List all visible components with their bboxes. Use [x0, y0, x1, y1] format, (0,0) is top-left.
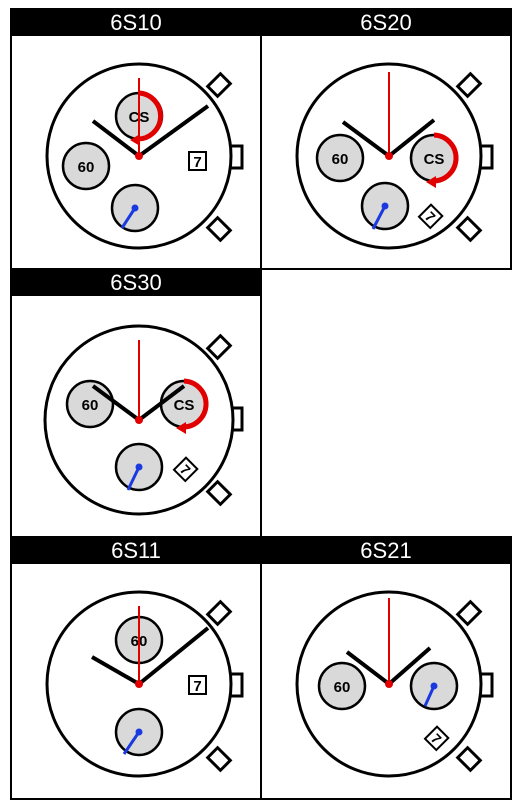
date-window: 7 [188, 675, 207, 695]
subdial-bottom [114, 707, 164, 757]
sub-hand [120, 207, 137, 229]
movement-diagram: CS 60 7 [45, 62, 244, 250]
movement-title: 6S20 [262, 10, 510, 36]
movement-panel-6s30: 6S30 60 CS 7 [10, 268, 262, 538]
main-hands [345, 598, 432, 688]
pusher-bottom [205, 215, 233, 243]
subdial-right: CS [409, 132, 459, 188]
movement-title: 6S30 [12, 270, 260, 296]
date-window: 7 [172, 456, 199, 483]
crown-buttons [205, 71, 244, 243]
subdial-left-label: 60 [332, 151, 349, 168]
subdial-right-label: CS [424, 151, 445, 168]
movement-diagram: 60 CS 7 [295, 62, 494, 250]
subdial-left: 60 [61, 141, 111, 191]
movement-title: 6S11 [12, 538, 260, 564]
movement-panel-6s21: 6S21 60 7 [260, 536, 512, 800]
arrow-icon [426, 176, 436, 188]
subdial-left: 60 [315, 133, 365, 183]
subdial-right-label: CS [174, 397, 195, 414]
date-window: 7 [417, 203, 444, 230]
chrono-second-arc [135, 90, 164, 142]
date-window: 7 [188, 151, 207, 171]
arrow-icon [176, 422, 186, 434]
subdial-bottom [360, 181, 410, 231]
crown-buttons [455, 599, 494, 773]
date-window: 7 [423, 725, 450, 752]
date-value: 7 [193, 154, 201, 171]
movement-title: 6S21 [262, 538, 510, 564]
date-value: 7 [193, 678, 201, 695]
movement-panel-6s10: 6S10 CS 60 7 [10, 8, 262, 270]
movement-title: 6S10 [12, 10, 260, 36]
subdial-left: 60 [317, 661, 367, 711]
movement-diagram: 60 7 [295, 590, 494, 778]
subdial-left: 60 [65, 379, 115, 429]
crown-buttons [455, 71, 494, 243]
subdial-left-label: 60 [78, 159, 95, 176]
arrow-icon [130, 134, 140, 146]
movement-panel-6s11: 6S11 60 7 [10, 536, 262, 800]
subdial-left-label: 60 [334, 679, 351, 696]
subdial-left-label: 60 [82, 397, 99, 414]
movement-diagram: 60 CS 7 [43, 324, 244, 516]
main-hands [91, 606, 210, 688]
pusher-top [205, 71, 233, 99]
subdial-bottom [110, 183, 160, 233]
main-hands [91, 340, 186, 424]
main-hands [91, 78, 210, 160]
movement-panel-6s20: 6S20 60 CS 7 [260, 8, 512, 270]
subdial-bottom [114, 442, 164, 492]
movement-diagram: 60 7 [45, 590, 244, 778]
subdial-right [409, 661, 459, 711]
main-hands [341, 72, 436, 160]
